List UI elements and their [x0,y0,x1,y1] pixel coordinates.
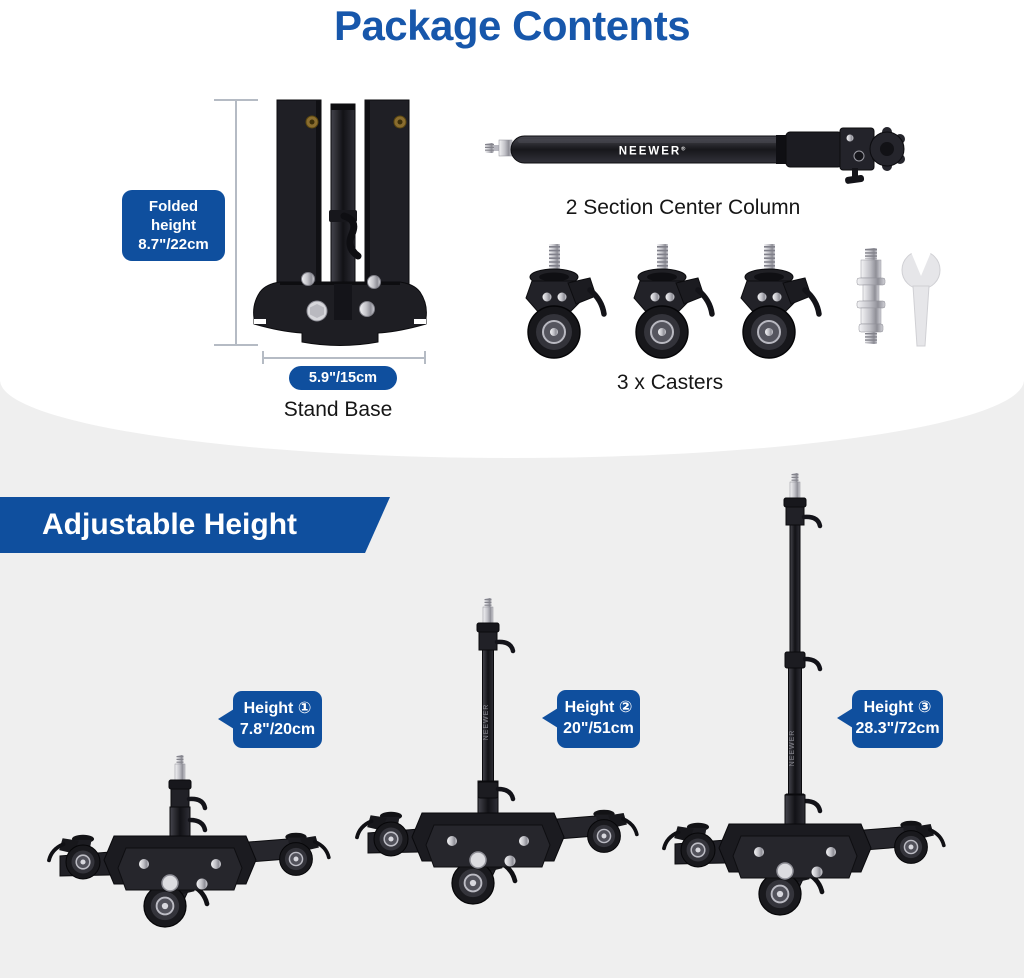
folded-height-line2: height [151,217,196,234]
height-label-3-title: Height ③ [863,699,932,716]
dimension-tick-bottom [214,344,258,346]
dimension-line-vertical [235,100,237,346]
arrow-left-icon [837,708,853,728]
arrow-left-icon [542,708,558,728]
height-label-1-value: 7.8"/20cm [239,721,316,738]
height-label-2: Height ② 20"/51cm [542,690,640,748]
dimension-tick-right [424,351,426,364]
adjustable-height-banner: Adjustable Height [0,497,390,553]
height-label-1: Height ① 7.8"/20cm [218,691,322,748]
stands-illustration: NEEWER NEEWER [0,455,1024,978]
folded-height-label: Folded height 8.7"/22cm [122,190,225,261]
caster-icon-1 [502,242,606,360]
stand-base-caption: Stand Base [283,398,393,421]
caster-icon-2 [610,242,714,360]
base-width-label: 5.9"/15cm [289,366,397,390]
stand-illustration-1 [49,755,329,927]
dimension-tick-top [214,99,258,101]
height-label-3-value: 28.3"/72cm [855,720,940,737]
page-title: Package Contents [333,2,691,49]
casters-caption: 3 x Casters [616,371,724,394]
caster-icon-3 [717,242,821,360]
dimension-line-horizontal [262,357,426,359]
neewer-brand-text: NEEWER® [619,146,688,158]
height-label-2-value: 20"/51cm [563,720,634,737]
folded-height-line3: 8.7"/22cm [138,236,209,253]
center-column-caption: 2 Section Center Column [565,196,801,219]
height-label-3: Height ③ 28.3"/72cm [837,690,943,748]
wrench-icon [901,245,941,347]
spigot-adapter-icon [856,248,886,344]
folded-height-line1: Folded [148,198,199,215]
dimension-tick-left [262,351,264,364]
stand3-brand-text: NEEWER [789,730,796,767]
arrow-left-icon [218,709,234,729]
height-label-2-title: Height ② [564,699,633,716]
stand2-brand-text: NEEWER [483,704,490,741]
stand-base-illustration [253,99,427,346]
stand-illustration-3: NEEWER [664,473,944,915]
stand-illustration-2: NEEWER [357,598,637,904]
height-label-1-title: Height ① [243,700,312,717]
center-column-illustration: NEEWER® [485,127,905,184]
